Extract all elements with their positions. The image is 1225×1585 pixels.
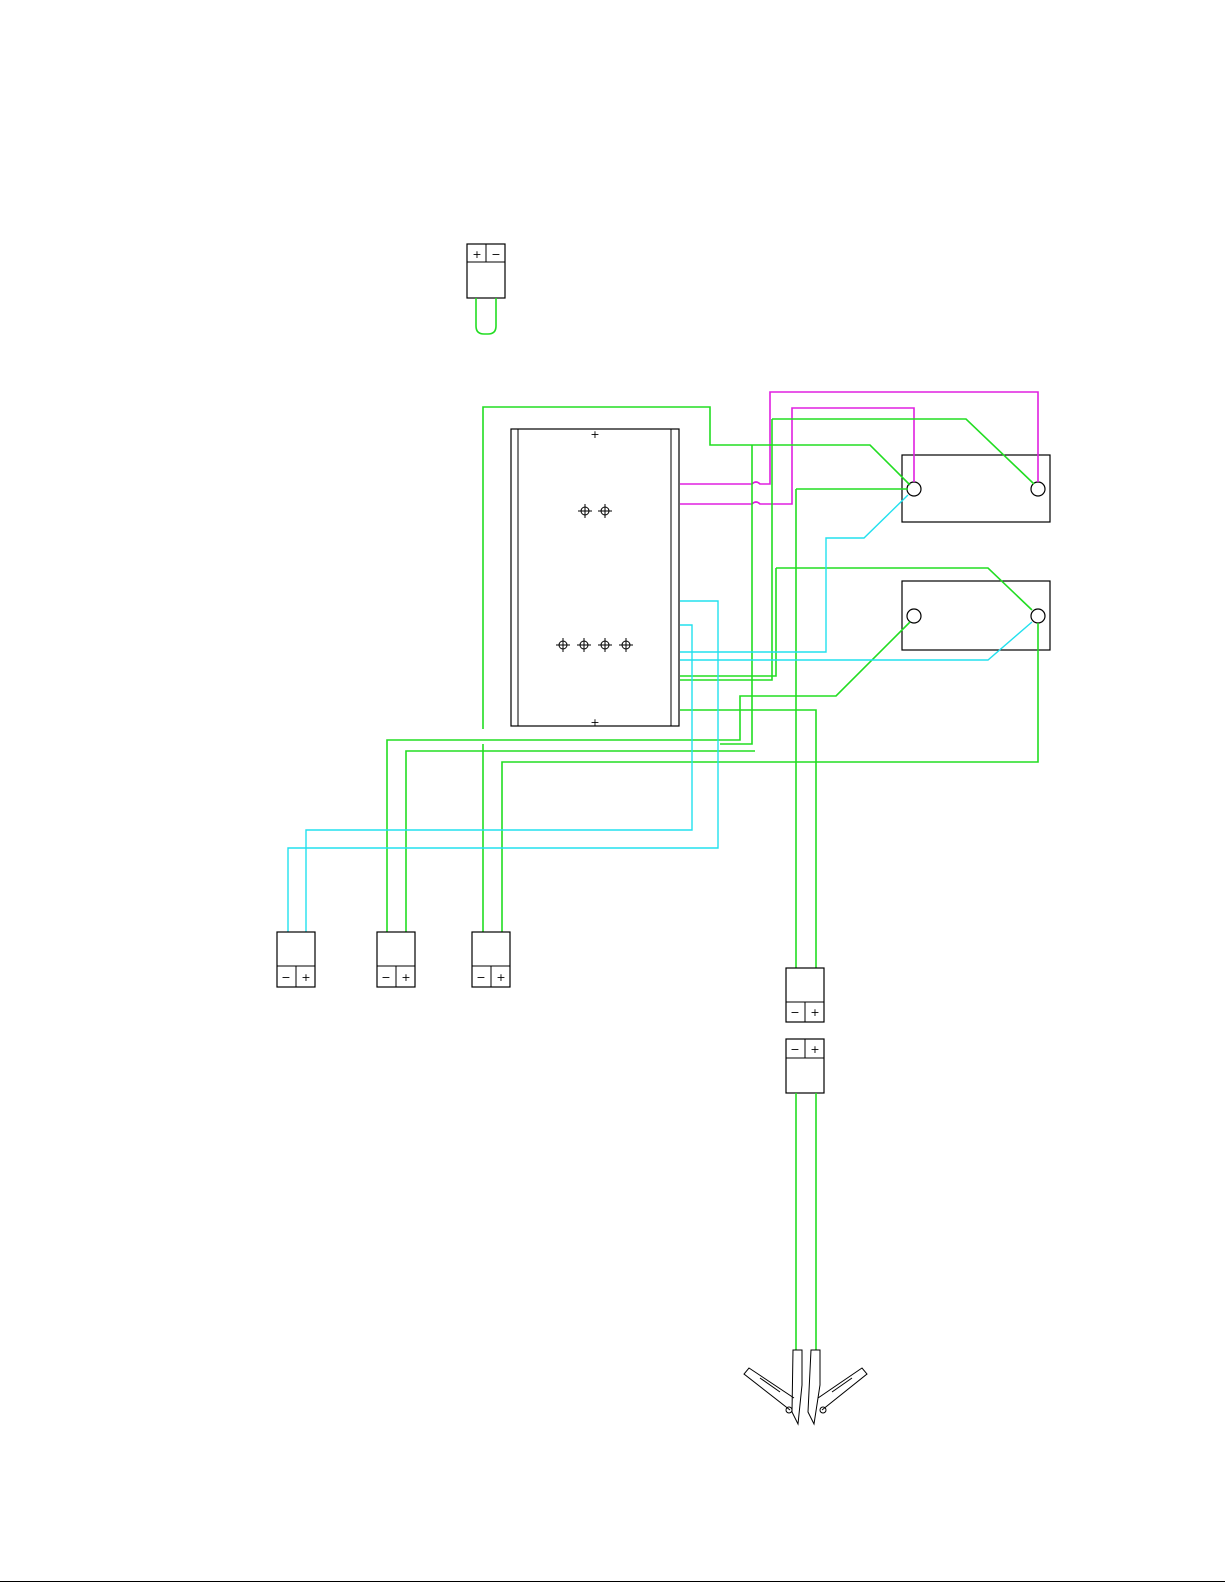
- plug-3-plus-label: +: [496, 971, 505, 984]
- plug-1-plus-label: +: [301, 971, 310, 984]
- jumper-plug-connector: + −: [467, 244, 505, 334]
- control-panel: + +: [511, 428, 679, 729]
- plug-2-plus-label: +: [401, 971, 410, 984]
- inline-plug-female: − +: [786, 1039, 824, 1093]
- page-bottom-rule: [0, 1581, 1225, 1582]
- jumper-plus-label: +: [472, 248, 481, 261]
- battery-2-terminal-right: [1031, 609, 1045, 623]
- output-plug-2: − +: [377, 932, 415, 987]
- inline-male-plus-label: +: [810, 1006, 819, 1019]
- clamp-lead-wires: [796, 1093, 816, 1350]
- plug-2-minus-label: −: [381, 971, 390, 984]
- plug-3-minus-label: −: [476, 971, 485, 984]
- inline-male-minus-label: −: [790, 1006, 799, 1019]
- panel-bottom-mark: +: [590, 716, 599, 729]
- battery-2: [902, 581, 1050, 650]
- inline-female-minus-label: −: [790, 1043, 799, 1056]
- battery-1: [902, 455, 1050, 522]
- plug-1-minus-label: −: [281, 971, 290, 984]
- battery-2-terminal-left: [907, 609, 921, 623]
- jumper-minus-label: −: [491, 248, 500, 261]
- clamp-positive: [808, 1350, 867, 1424]
- panel-top-mark: +: [590, 428, 599, 441]
- jumper-loop-wire: [476, 298, 496, 334]
- inline-plug-male: − +: [786, 968, 824, 1022]
- inline-female-plus-label: +: [810, 1043, 819, 1056]
- output-plug-3: − +: [472, 932, 510, 987]
- output-plug-1: − +: [277, 932, 315, 987]
- clamp-negative: [744, 1350, 802, 1424]
